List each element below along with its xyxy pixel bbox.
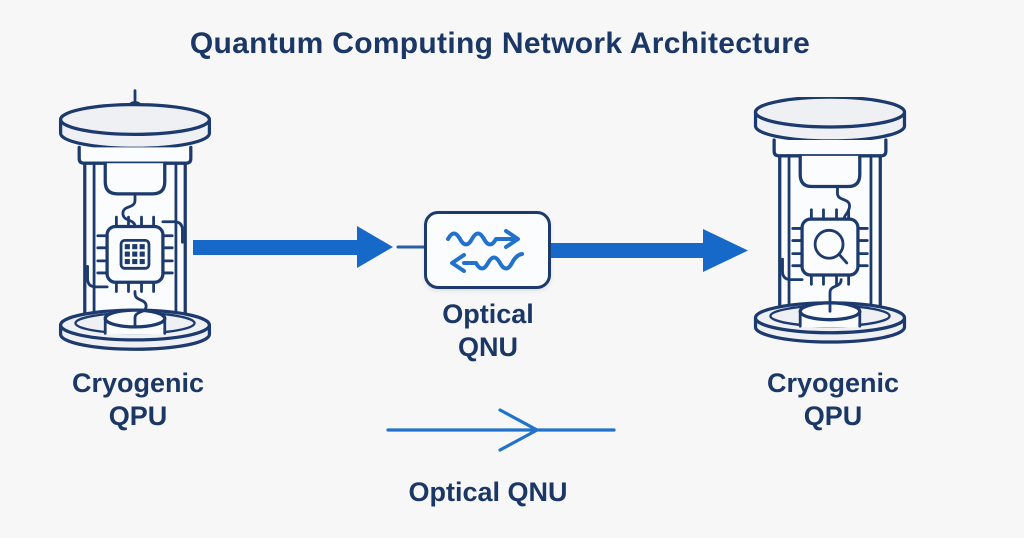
- optical-qnu-label-line2: QNU: [458, 331, 518, 362]
- right-qpu-label: Cryogenic QPU: [723, 367, 943, 433]
- right-qpu-label-line2: QPU: [803, 400, 863, 431]
- arrow-left-to-qnu-icon: [193, 226, 425, 268]
- quantum-chip-magnifier-icon: [781, 208, 869, 286]
- optical-qnu-label: Optical QNU: [398, 298, 578, 364]
- cryostat-qpu-right-icon: [753, 97, 907, 344]
- legend-line-arrow-icon: [386, 408, 616, 452]
- left-qpu-label-line2: QPU: [108, 400, 168, 431]
- arrow-qnu-to-right-icon: [551, 229, 748, 272]
- dewar-lid: [58, 102, 212, 165]
- dewar-lid: [753, 97, 907, 158]
- chip-wires: [121, 192, 148, 327]
- optical-qnu-node: [424, 211, 551, 289]
- optical-wave-arrows-icon: [445, 229, 524, 273]
- left-qpu-label-line1: Cryogenic: [71, 368, 205, 398]
- page-title: Quantum Computing Network Architecture: [189, 27, 811, 60]
- left-qpu-label: Cryogenic QPU: [28, 367, 248, 433]
- cryostat-qpu-left-icon: [58, 89, 212, 351]
- chip-wires: [828, 185, 851, 313]
- inner-cylinder: [103, 308, 167, 335]
- right-qpu-label-line1: Cryogenic: [766, 368, 900, 398]
- quantum-chip-icon: [86, 215, 184, 293]
- optical-qnu-label-line1: Optical: [442, 299, 534, 329]
- legend-label: Optical QNU: [408, 477, 568, 507]
